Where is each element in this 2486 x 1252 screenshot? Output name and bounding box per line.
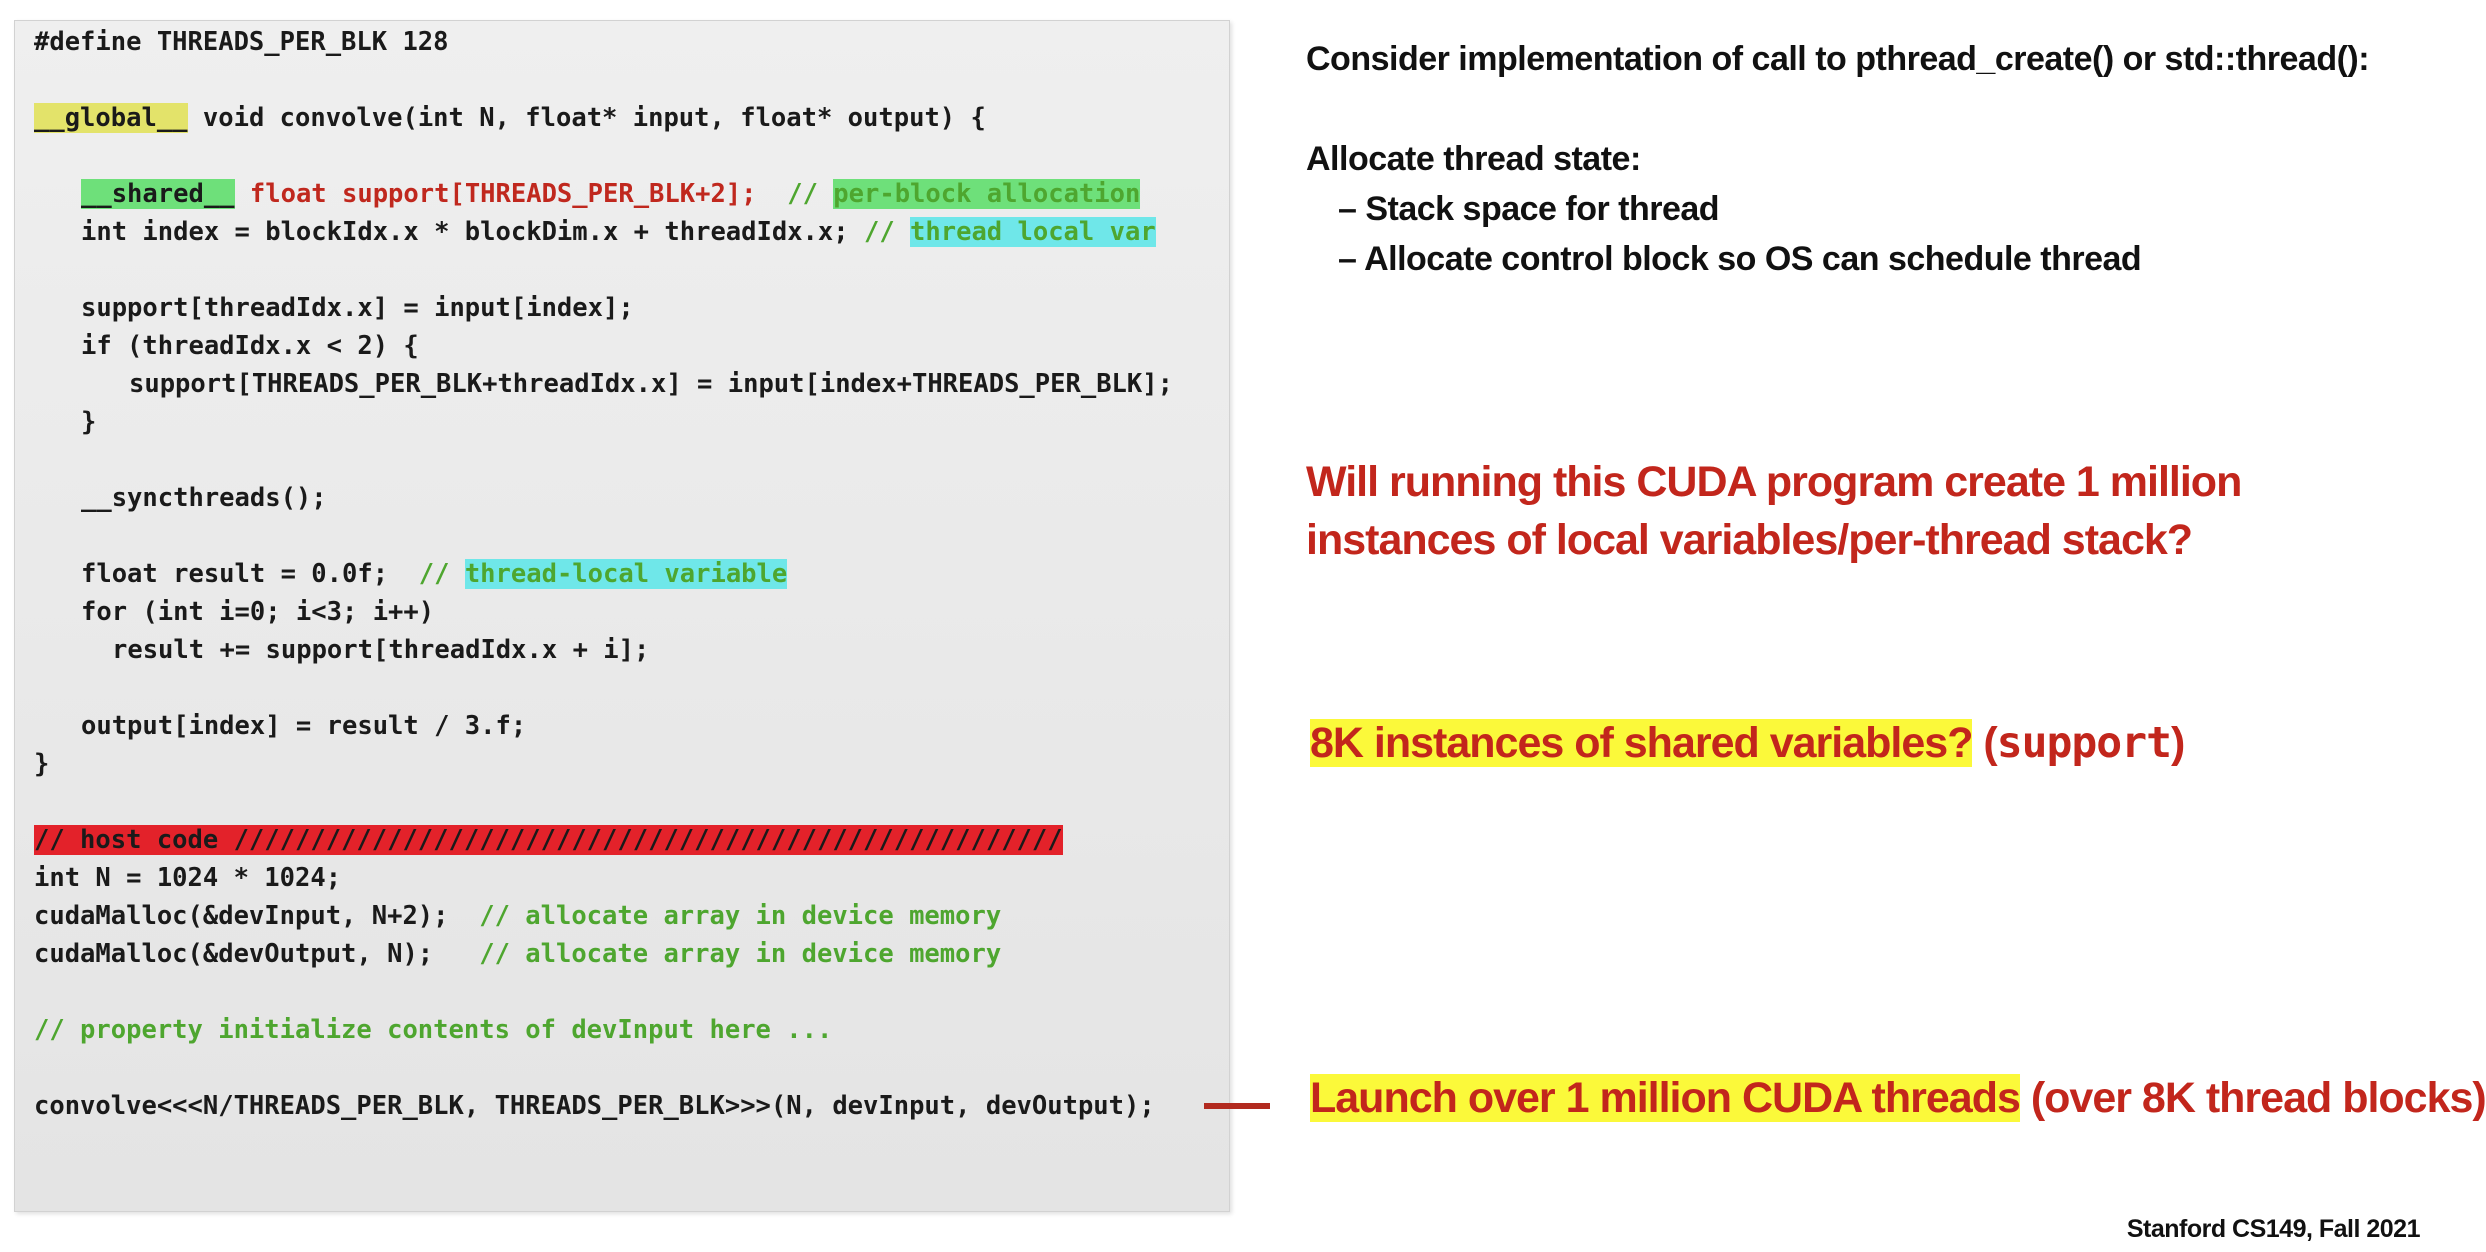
code-line-output-assign: output[index] = result / 3.f; — [81, 711, 527, 741]
launch-statement: Launch over 1 million CUDA threads (over… — [1310, 1074, 2486, 1122]
question-shared-variables: 8K instances of shared variables? (suppo… — [1310, 718, 2185, 768]
thread-local-variable-comment: thread-local variable — [464, 559, 788, 589]
launch-connector-line — [1204, 1103, 1270, 1109]
code-line-malloc-output: cudaMalloc(&devOutput, N); // allocate a… — [34, 939, 1002, 969]
consider-text: Consider implementation of call to pthre… — [1306, 40, 2370, 78]
question-local-variables-line-2: instances of local variables/per-thread … — [1306, 516, 2193, 564]
code-line-close-fn: } — [34, 749, 50, 779]
question-local-variables-line-1: Will running this CUDA program create 1 … — [1306, 458, 2242, 506]
code-line-for: for (int i=0; i<3; i++) — [81, 597, 435, 627]
per-block-comment: per-block allocation — [833, 179, 1141, 209]
code-line-index-decl: int index = blockIdx.x * blockDim.x + th… — [81, 217, 1156, 247]
global-keyword: __global__ — [34, 103, 188, 133]
code-line-int-n: int N = 1024 * 1024; — [34, 863, 342, 893]
code-line-support-assign2: support[THREADS_PER_BLK+threadIdx.x] = i… — [129, 369, 1173, 399]
code-line-close-if: } — [81, 407, 97, 437]
code-line-define: #define THREADS_PER_BLK 128 — [34, 27, 449, 57]
code-line-syncthreads: __syncthreads(); — [81, 483, 327, 513]
code-line-init-comment: // property initialize contents of devIn… — [34, 1015, 833, 1045]
bullet-control-block: – Allocate control block so OS can sched… — [1338, 240, 2142, 278]
support-code-token: support — [1996, 718, 2172, 768]
code-line-result-decl: float result = 0.0f; // thread-local var… — [81, 559, 788, 589]
code-line-if: if (threadIdx.x < 2) { — [81, 331, 419, 361]
course-footer: Stanford CS149, Fall 2021 — [2126, 1215, 2421, 1243]
code-line-result-accum: result += support[threadIdx.x + i]; — [112, 635, 650, 665]
code-panel: #define THREADS_PER_BLK 128 __global__ v… — [14, 20, 1230, 1212]
code-line-launch: convolve<<<N/THREADS_PER_BLK, THREADS_PE… — [34, 1091, 1155, 1121]
shared-keyword: __shared__ — [81, 179, 235, 209]
thread-local-var-comment: thread local var — [910, 217, 1156, 247]
code-line-shared-decl: __shared__ float support[THREADS_PER_BLK… — [81, 179, 1141, 209]
code-line-host-code: // host code ///////////////////////////… — [34, 823, 1063, 857]
allocate-heading: Allocate thread state: — [1306, 140, 1641, 178]
bullet-stack-space: – Stack space for thread — [1338, 190, 1720, 228]
host-code-bar: // host code ///////////////////////////… — [34, 825, 1063, 855]
code-line-malloc-input: cudaMalloc(&devInput, N+2); // allocate … — [34, 901, 1002, 931]
code-line-signature: __global__ void convolve(int N, float* i… — [34, 103, 986, 133]
code-line-support-assign: support[threadIdx.x] = input[index]; — [81, 293, 634, 323]
